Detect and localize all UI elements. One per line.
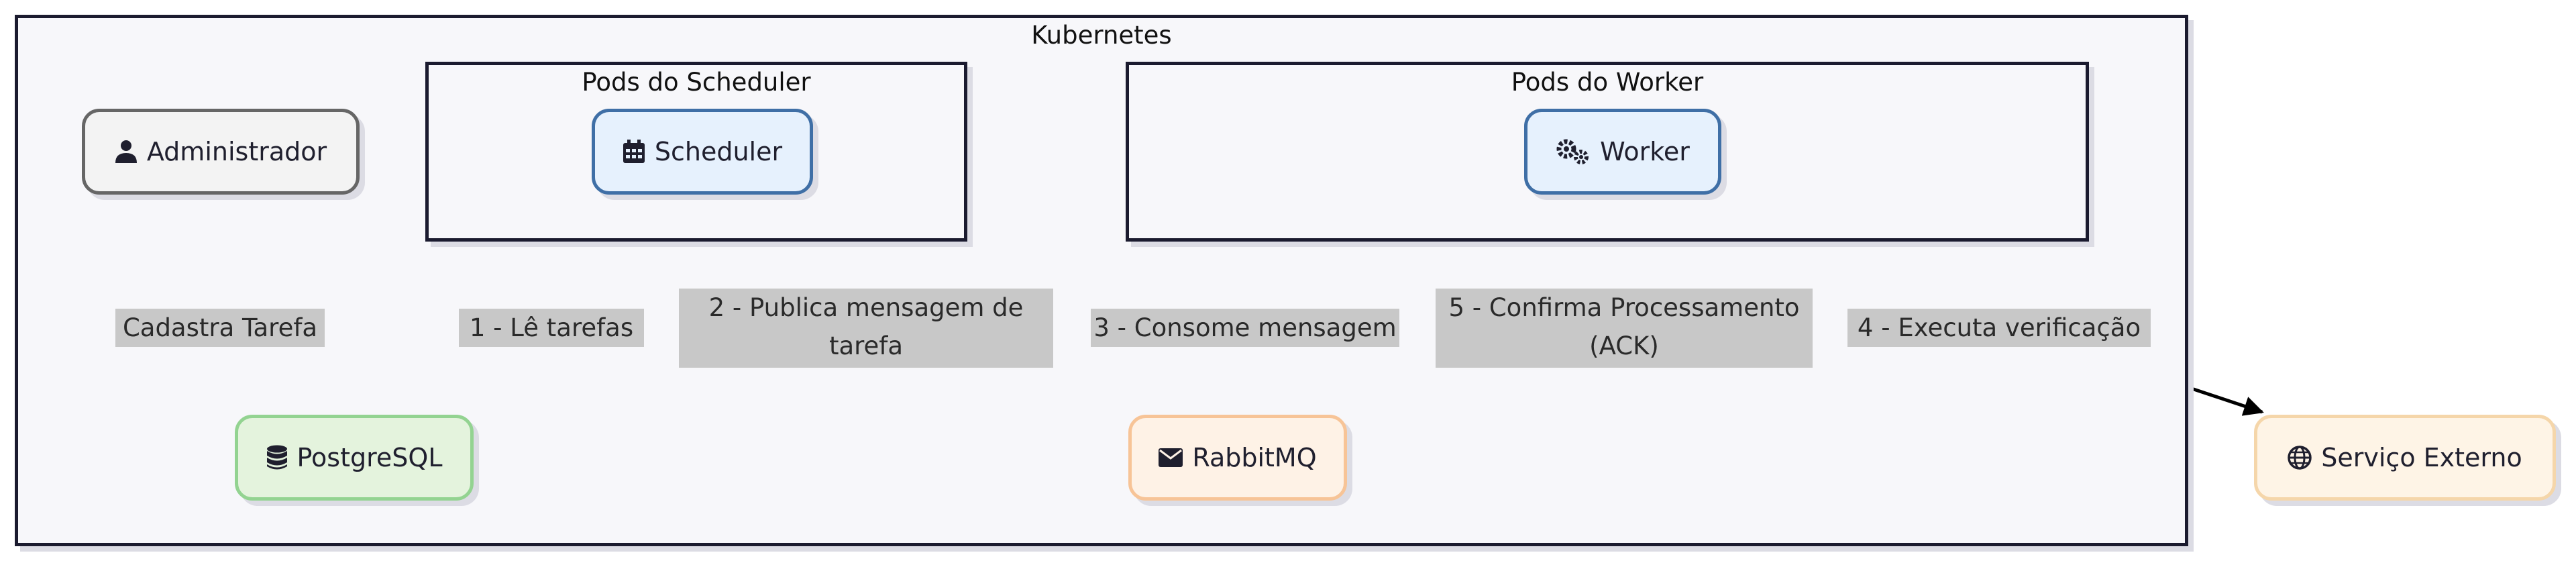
calendar-icon [623,140,645,163]
edge-label-ack-line2: (ACK) [1589,331,1659,360]
edge-label-execute-check: 4 - Executa verificação [1847,309,2151,347]
edge-label-register-task: Cadastra Tarefa [115,309,325,347]
postgresql-node[interactable]: PostgreSQL [235,415,474,501]
scheduler-node[interactable]: Scheduler [592,109,813,195]
globe-icon [2288,446,2312,470]
envelope-icon [1159,448,1183,467]
database-icon [266,445,287,470]
edge-label-publish-line1: 2 - Publica mensagem de [708,293,1024,322]
rabbitmq-node[interactable]: RabbitMQ [1128,415,1347,501]
edge-label-read-tasks: 1 - Lê tarefas [459,309,644,347]
external-service-node[interactable]: Serviço Externo [2254,415,2556,501]
administrator-node[interactable]: Administrador [82,109,360,195]
scheduler-label: Scheduler [654,137,783,166]
gears-icon [1556,139,1589,164]
user-icon [115,140,137,163]
scheduler-pods-cluster: Pods do Scheduler [425,62,967,242]
rabbitmq-label: RabbitMQ [1192,443,1317,472]
edge-label-publish-message: 2 - Publica mensagem de tarefa [679,289,1053,368]
edge-label-ack: 5 - Confirma Processamento (ACK) [1436,289,1813,368]
worker-pods-title: Pods do Worker [1511,68,1704,97]
edge-label-publish-line2: tarefa [828,331,904,360]
kubernetes-cluster-title: Kubernetes [1031,21,1172,50]
postgresql-label: PostgreSQL [297,443,443,472]
worker-pods-cluster: Pods do Worker [1126,62,2089,242]
worker-label: Worker [1600,137,1690,166]
administrator-label: Administrador [146,137,327,166]
scheduler-pods-title: Pods do Scheduler [582,68,811,97]
edge-label-ack-line1: 5 - Confirma Processamento [1448,293,1800,322]
worker-node[interactable]: Worker [1524,109,1721,195]
edge-label-consume-message: 3 - Consome mensagem [1091,309,1399,347]
external-service-label: Serviço Externo [2321,443,2522,472]
